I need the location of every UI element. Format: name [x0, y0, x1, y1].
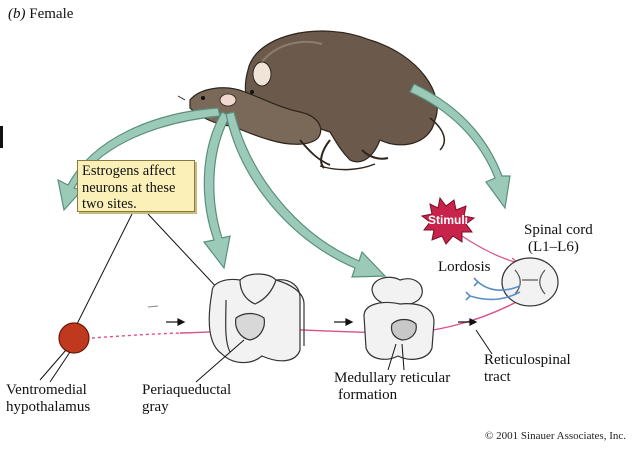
medullary-reticular-formation-label: Medullary reticular formation: [334, 370, 450, 404]
reticulospinal-tract-label: Reticulospinal tract: [484, 352, 571, 386]
ventromedial-hypothalamus-nucleus: [58, 322, 90, 354]
ventromedial-hypothalamus-label: Ventromedial hypothalamus: [6, 382, 90, 416]
lordosis-label: Lordosis: [438, 259, 491, 275]
pag-label-line-1: Periaqueductal: [142, 382, 232, 398]
arrow-to-medulla: [225, 111, 387, 278]
arrow-to-stimuli: [409, 83, 511, 210]
copyright-notice: © 2001 Sinauer Associates, Inc.: [485, 430, 626, 442]
panel-name: Female: [29, 6, 74, 22]
spinal-label-line-2: (L1–L6): [528, 239, 579, 255]
callout-line-3: two sites.: [82, 196, 137, 212]
stimuli-burst: Stimuli: [420, 196, 476, 245]
spinal-cord-section: [501, 257, 559, 307]
spinal-cord-label: Spinal cord (L1–L6): [524, 222, 593, 256]
pathway-direction-arrows: [166, 318, 478, 326]
panel-letter: (b): [8, 6, 26, 22]
pag-label-line-2: gray: [142, 399, 169, 415]
estrogen-callout-box: Estrogens affect neurons at these two si…: [77, 160, 195, 212]
arrow-to-hypothalamus: [57, 107, 221, 212]
callout-line-1: Estrogens affect: [82, 163, 176, 179]
vmh-label-line-1: Ventromedial: [6, 382, 87, 398]
periaqueductal-gray-label: Periaqueductal gray: [142, 382, 231, 416]
vmh-label-line-2: hypothalamus: [6, 399, 91, 415]
med-label-line-2: formation: [338, 387, 398, 403]
medulla-section: [363, 276, 435, 360]
arrow-to-periaqueductal-gray: [202, 111, 231, 270]
midbrain-section: [208, 273, 305, 364]
spinal-label-line-1: Spinal cord: [524, 222, 593, 238]
med-label-line-1: Medullary reticular: [334, 370, 451, 386]
stimuli-label: Stimuli: [428, 213, 468, 227]
callout-line-2: neurons at these: [82, 179, 176, 196]
male-rat-illustration: [244, 30, 446, 169]
lordosis-motor-output: [465, 277, 521, 301]
rst-label-line-1: Reticulospinal: [484, 352, 571, 368]
rst-label-line-2: tract: [484, 369, 511, 385]
panel-title: (b) Female: [8, 6, 73, 23]
estrogen-arrows: [57, 83, 511, 278]
edge-marker: [0, 126, 3, 148]
